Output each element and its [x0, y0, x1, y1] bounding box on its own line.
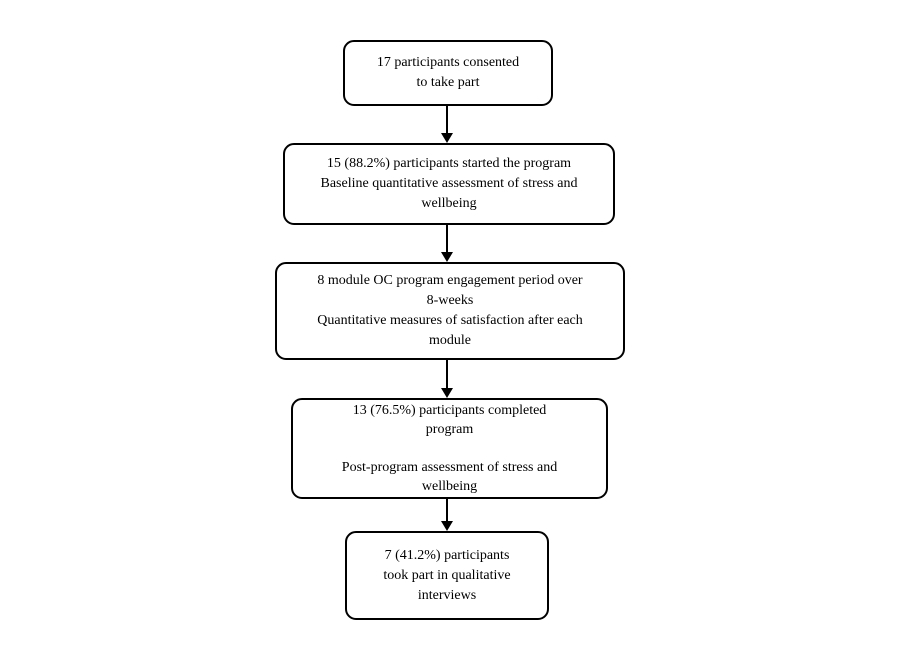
arrowhead-down-icon — [441, 252, 453, 262]
arrowhead-down-icon — [441, 521, 453, 531]
node-text-line: 17 participants consented — [376, 55, 520, 70]
node-text-line: 15 (88.2%) participants started the prog… — [326, 156, 572, 171]
flow-arrow-down — [441, 360, 453, 398]
node-text-line: Post-program assessment of stress and — [341, 460, 558, 475]
node-text-line: program — [425, 422, 474, 437]
arrow-stem — [446, 360, 448, 388]
flow-node-started-program: 15 (88.2%) participants started the prog… — [283, 143, 615, 225]
node-text-line: interviews — [417, 587, 477, 603]
node-text-line: took part in qualitative — [383, 567, 511, 583]
flow-node-engagement-period: 8 module OC program engagement period ov… — [275, 262, 625, 360]
node-text-line: to take part — [416, 75, 480, 90]
arrow-stem — [446, 499, 448, 521]
arrow-stem — [446, 106, 448, 133]
flow-arrow-down — [441, 225, 453, 262]
node-text-line: wellbeing — [421, 479, 478, 494]
node-text-line: 8 module OC program engagement period ov… — [317, 273, 583, 288]
arrow-stem — [446, 225, 448, 252]
flow-arrow-down — [441, 499, 453, 531]
flow-node-completed-program: 13 (76.5%) participants completed progra… — [291, 398, 608, 499]
flow-node-consented: 17 participants consented to take part — [343, 40, 553, 106]
node-text-line: module — [429, 333, 471, 348]
node-text-line: wellbeing — [421, 196, 477, 211]
node-text-line: Baseline quantitative assessment of stre… — [320, 176, 578, 191]
arrowhead-down-icon — [441, 388, 453, 398]
node-text-line: 8-weeks — [426, 293, 474, 308]
flow-arrow-down — [441, 106, 453, 143]
node-text-line: Quantitative measures of satisfaction af… — [317, 313, 583, 328]
node-text-line: 13 (76.5%) participants completed — [352, 403, 547, 418]
flow-node-qualitative-interviews: 7 (41.2%) participants took part in qual… — [345, 531, 549, 620]
node-text-line: 7 (41.2%) participants — [384, 547, 510, 563]
arrowhead-down-icon — [441, 133, 453, 143]
